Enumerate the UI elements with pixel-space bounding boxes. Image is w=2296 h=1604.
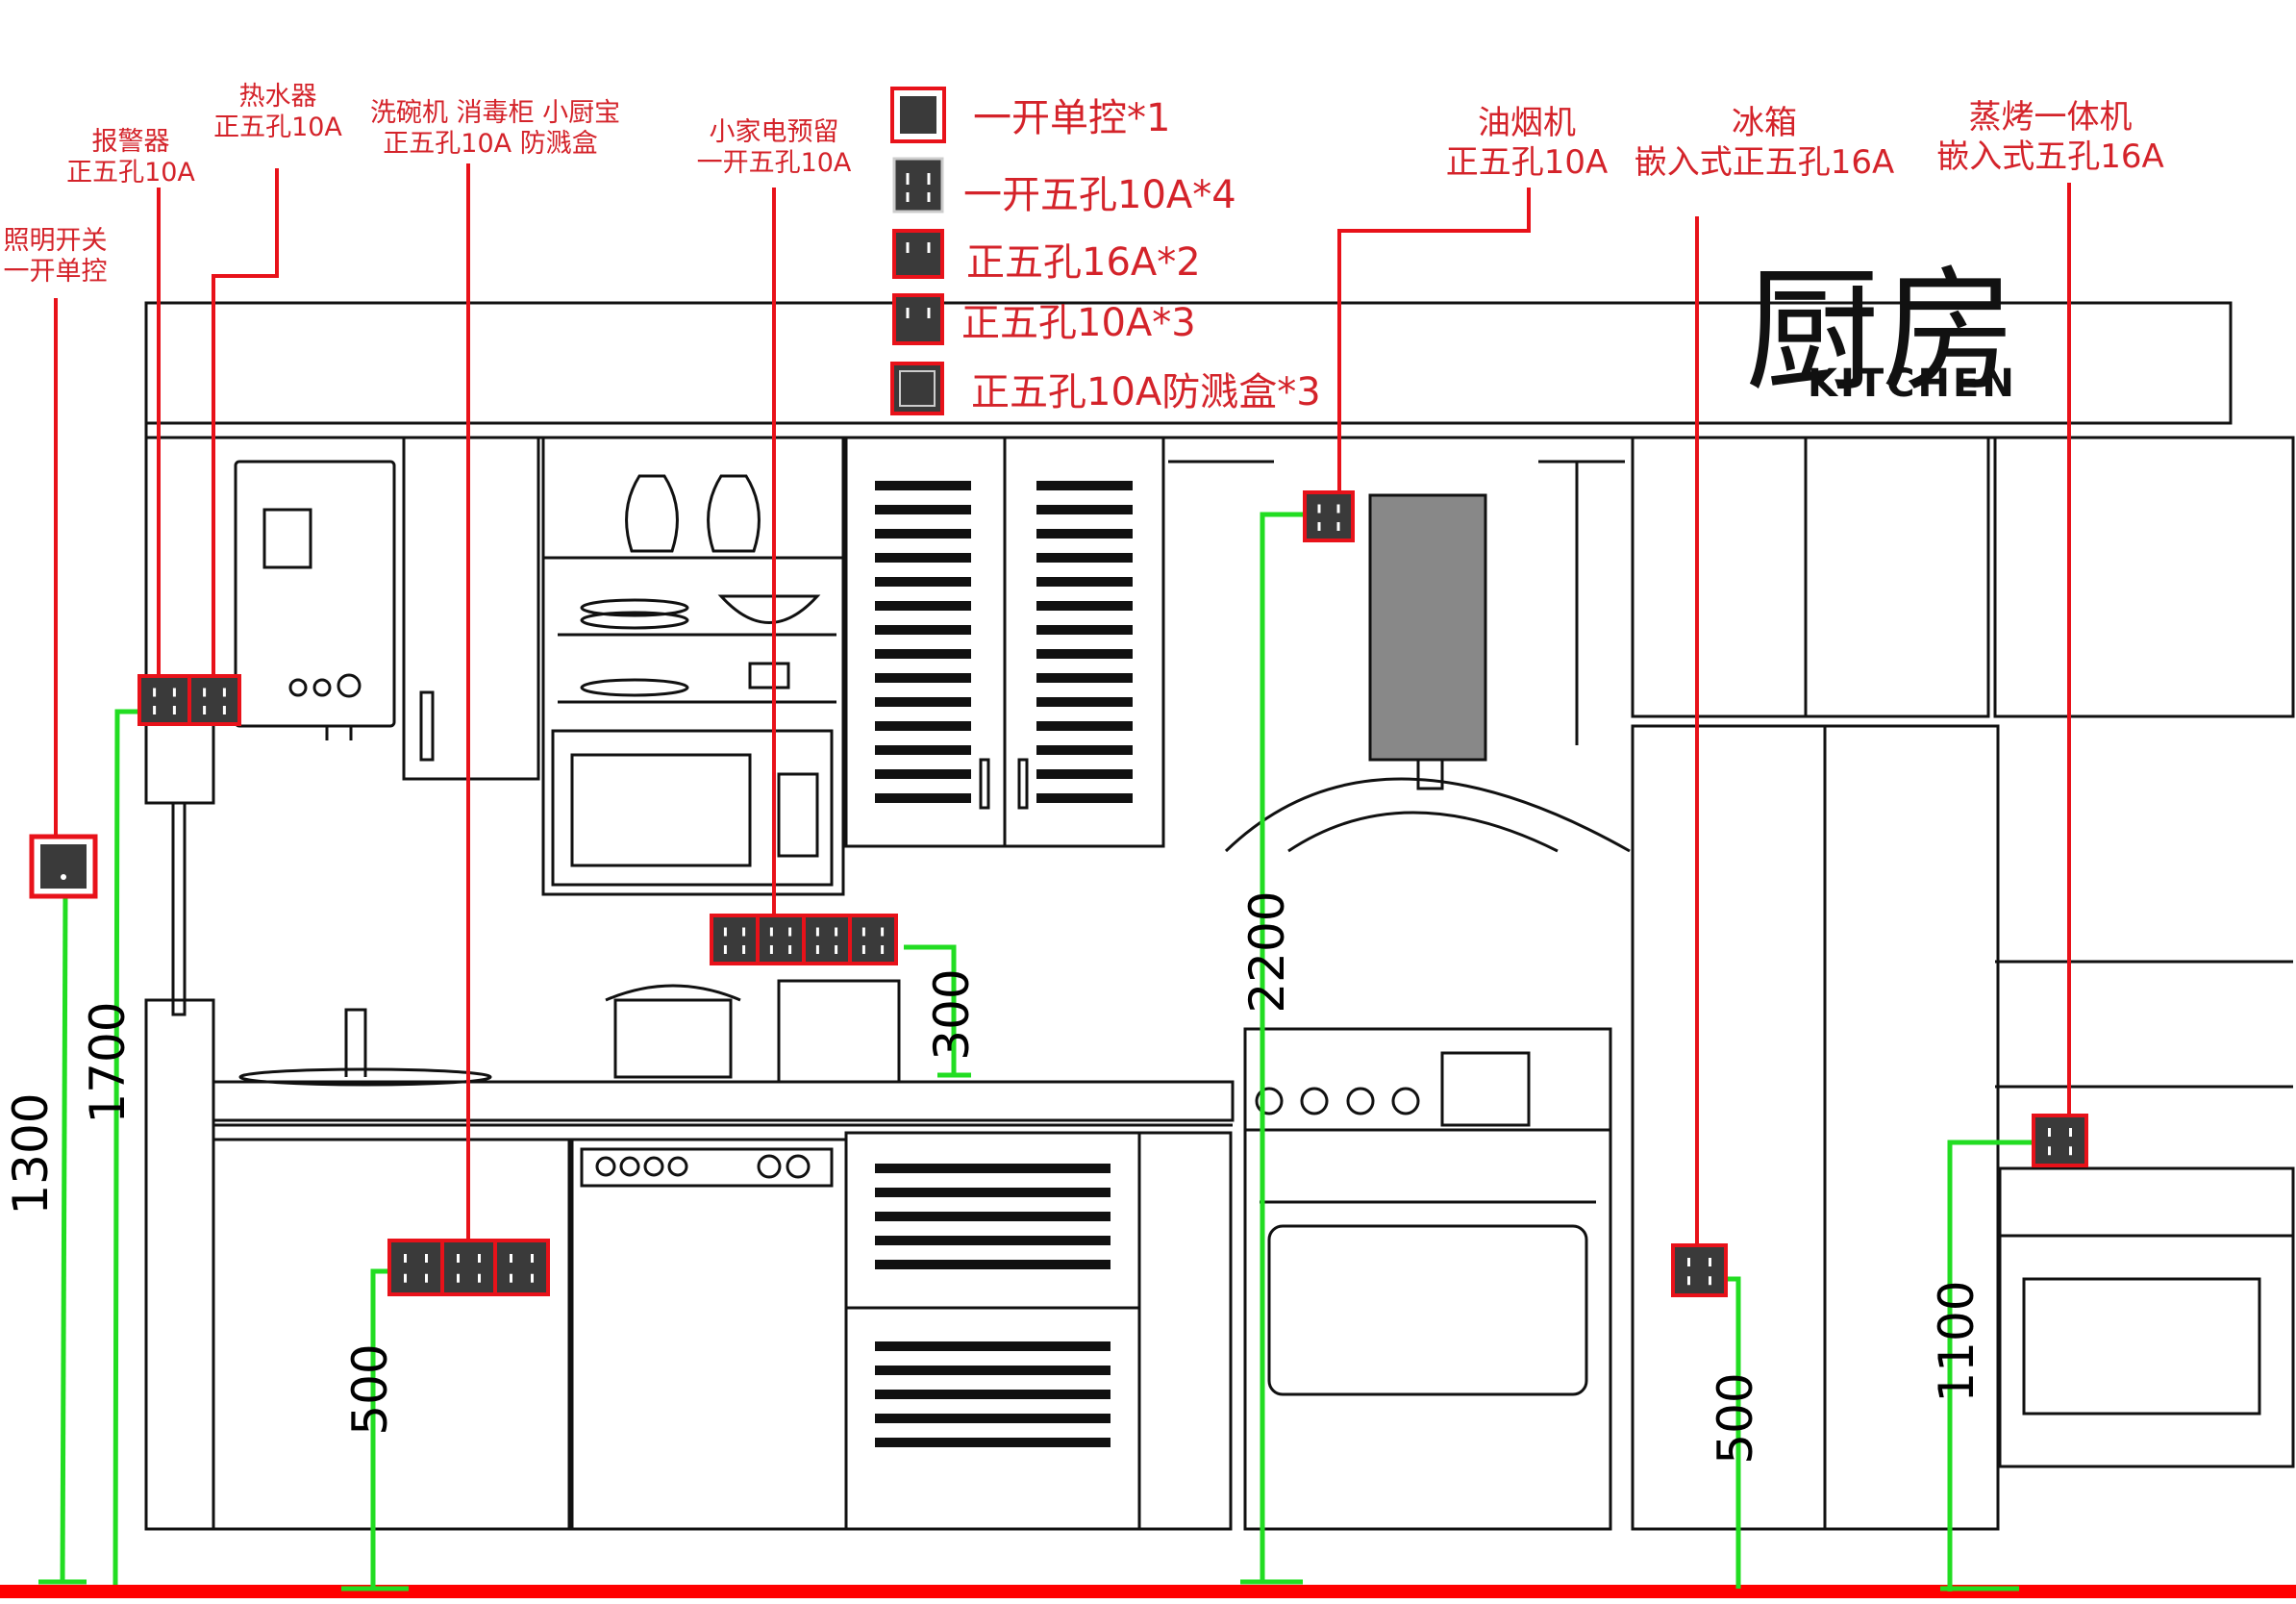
dimension-500-dishwasher: 500 bbox=[342, 1343, 398, 1436]
dimension-1300: 1300 bbox=[3, 1092, 59, 1216]
outlet-icon[interactable] bbox=[493, 1239, 550, 1296]
outlet-icon[interactable] bbox=[710, 914, 760, 965]
switch-icon bbox=[890, 87, 946, 143]
stove-oven bbox=[1243, 1027, 1612, 1531]
dimension-1100: 1100 bbox=[1929, 1280, 1984, 1403]
page-title: 厨房 bbox=[1745, 254, 2019, 411]
label-alarm: 报警器 正五孔10A bbox=[66, 127, 195, 188]
label-dishwasher: 洗碗机 消毒柜 小厨宝 正五孔10A 防溅盒 bbox=[370, 98, 621, 160]
outlet-icon[interactable] bbox=[1671, 1243, 1728, 1297]
water-heater bbox=[234, 460, 396, 740]
outlet-icon[interactable] bbox=[137, 674, 191, 726]
outlet-icon[interactable] bbox=[1303, 490, 1355, 542]
dimension-1700: 1700 bbox=[80, 1001, 136, 1124]
legend-label-outlet-switched: 一开五孔10A*4 bbox=[963, 173, 1236, 217]
outlet-icon[interactable] bbox=[387, 1239, 444, 1296]
outlet-icon[interactable] bbox=[2032, 1114, 2088, 1167]
lighting-switch[interactable] bbox=[29, 834, 98, 899]
outlet-icon[interactable] bbox=[848, 914, 898, 965]
legend-label-outlet-10a: 正五孔10A*3 bbox=[961, 301, 1196, 345]
outlet-icon[interactable] bbox=[187, 674, 241, 726]
leader-lines bbox=[54, 163, 2071, 1250]
legend-label-switch: 一开单控*1 bbox=[973, 96, 1171, 140]
label-range-hood: 油烟机 正五孔10A bbox=[1445, 104, 1609, 182]
outlet-range-hood[interactable] bbox=[1303, 490, 1355, 542]
label-fridge: 冰箱 嵌入式正五孔16A bbox=[1634, 104, 1895, 182]
dimension-300: 300 bbox=[924, 968, 980, 1061]
microwave bbox=[551, 729, 834, 887]
outlet-dishwasher[interactable] bbox=[387, 1239, 550, 1296]
outlet-icon bbox=[892, 293, 944, 345]
label-lighting-switch: 照明开关 一开单控 bbox=[3, 226, 108, 288]
outlet-icon bbox=[892, 157, 944, 213]
page-subtitle: KITCHEN bbox=[1808, 362, 2017, 406]
dimension-2200: 2200 bbox=[1239, 890, 1295, 1014]
label-water-heater: 热水器 正五孔10A bbox=[213, 82, 342, 143]
outlet-alarm-heater[interactable] bbox=[137, 674, 241, 726]
outlet-fridge[interactable] bbox=[1671, 1243, 1728, 1297]
outlet-small-appliance[interactable] bbox=[710, 914, 898, 965]
kitchen-line-art bbox=[144, 301, 2295, 1531]
outlet-icon[interactable] bbox=[440, 1239, 497, 1296]
outlet-steam-oven[interactable] bbox=[2032, 1114, 2088, 1167]
outlet-markers bbox=[137, 490, 2088, 1297]
dimension-lines bbox=[38, 512, 2035, 1591]
label-small-appliance: 小家电预留 一开五孔10A bbox=[696, 117, 852, 179]
dimension-500-fridge: 500 bbox=[1708, 1372, 1763, 1465]
legend-label-outlet-splashproof: 正五孔10A防溅盒*3 bbox=[971, 370, 1321, 414]
splashproof-outlet-icon bbox=[890, 362, 944, 415]
steam-oven-cabinet bbox=[1993, 436, 2295, 1468]
fridge bbox=[1631, 436, 2000, 1531]
outlet-icon[interactable] bbox=[756, 914, 806, 965]
legend-icons bbox=[890, 87, 946, 415]
outlet-icon[interactable] bbox=[802, 914, 852, 965]
range-hood bbox=[1224, 493, 1631, 853]
legend-label-outlet-16a: 正五孔16A*2 bbox=[966, 240, 1201, 285]
label-steam-oven: 蒸烤一体机 嵌入式五孔16A bbox=[1936, 98, 2164, 176]
outlet-icon bbox=[892, 229, 944, 279]
